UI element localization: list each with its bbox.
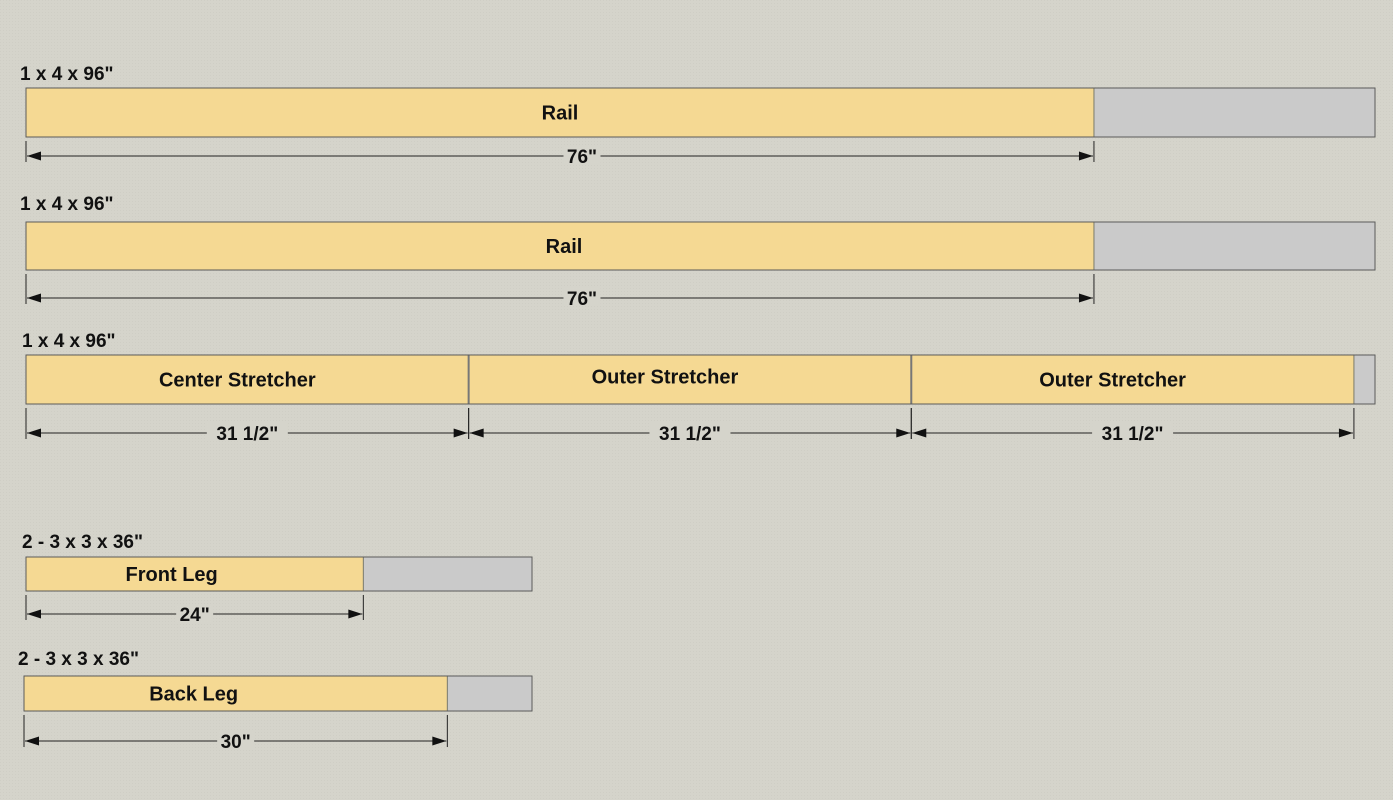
dimension-label-bg: [206, 423, 288, 441]
arrow-left: [469, 428, 484, 438]
piece-rail: [25, 221, 1095, 271]
dimension-label: 24": [180, 605, 210, 626]
arrow-right: [1078, 293, 1093, 303]
piece-rail: [25, 87, 1095, 138]
arrow-right: [432, 736, 447, 746]
dimension-label-bg: [563, 146, 601, 164]
dimension-label: 76": [567, 147, 597, 168]
dimension-label-bg: [176, 604, 214, 622]
arrow-right: [1338, 428, 1353, 438]
dimension-label-bg: [649, 423, 731, 441]
piece-back-leg: [23, 675, 448, 712]
dimension-label-bg: [217, 731, 255, 749]
piece-label: Center Stretcher: [159, 370, 316, 392]
arrow-left: [27, 293, 41, 303]
board-5: 2 - 3 x 3 x 36" Back Leg 30": [18, 649, 533, 753]
arrow-right: [453, 428, 468, 438]
board-outline: [25, 221, 1376, 271]
arrow-left: [27, 151, 41, 161]
board-2: 1 x 4 x 96" Rail 76": [20, 194, 1376, 310]
piece-label: Back Leg: [149, 684, 238, 706]
dimension-label: 30": [221, 732, 251, 753]
board-outline: [23, 675, 533, 712]
board-outline: [25, 556, 533, 592]
dimension-label: 31 1/2": [1102, 424, 1164, 445]
dimension-label: 31 1/2": [659, 424, 721, 445]
board-title: 1 x 4 x 96": [20, 194, 114, 215]
dimension-label: 31 1/2": [216, 424, 278, 445]
arrow-left: [912, 428, 927, 438]
arrow-right: [896, 428, 911, 438]
piece-outer-stretcher: [910, 354, 1355, 405]
piece-label: Outer Stretcher: [1039, 370, 1186, 392]
board-title: 2 - 3 x 3 x 36": [22, 532, 143, 553]
piece-front-leg: [25, 556, 364, 592]
arrow-right: [348, 609, 363, 619]
board-4: 2 - 3 x 3 x 36" Front Leg 24": [22, 532, 533, 626]
dimension-label-bg: [1092, 423, 1174, 441]
arrow-left: [27, 609, 41, 619]
dimension-label-bg: [563, 288, 601, 306]
arrow-left: [27, 428, 41, 438]
board-title: 1 x 4 x 96": [20, 64, 114, 85]
piece-label: Rail: [546, 236, 583, 258]
arrow-right: [1078, 151, 1093, 161]
dimension-label: 76": [567, 289, 597, 310]
board-title: 2 - 3 x 3 x 36": [18, 649, 139, 670]
board-outline: [25, 87, 1376, 138]
board-1: 1 x 4 x 96" Rail 76": [20, 64, 1376, 168]
board-outline: [25, 354, 1376, 405]
piece-label: Rail: [542, 103, 579, 125]
board-title: 1 x 4 x 96": [22, 331, 116, 352]
arrow-left: [25, 736, 39, 746]
piece-label: Outer Stretcher: [592, 367, 739, 389]
piece-label: Front Leg: [126, 564, 218, 586]
board-3: 1 x 4 x 96" Center Stretcher 31 1/2" Outer …: [22, 331, 1376, 445]
